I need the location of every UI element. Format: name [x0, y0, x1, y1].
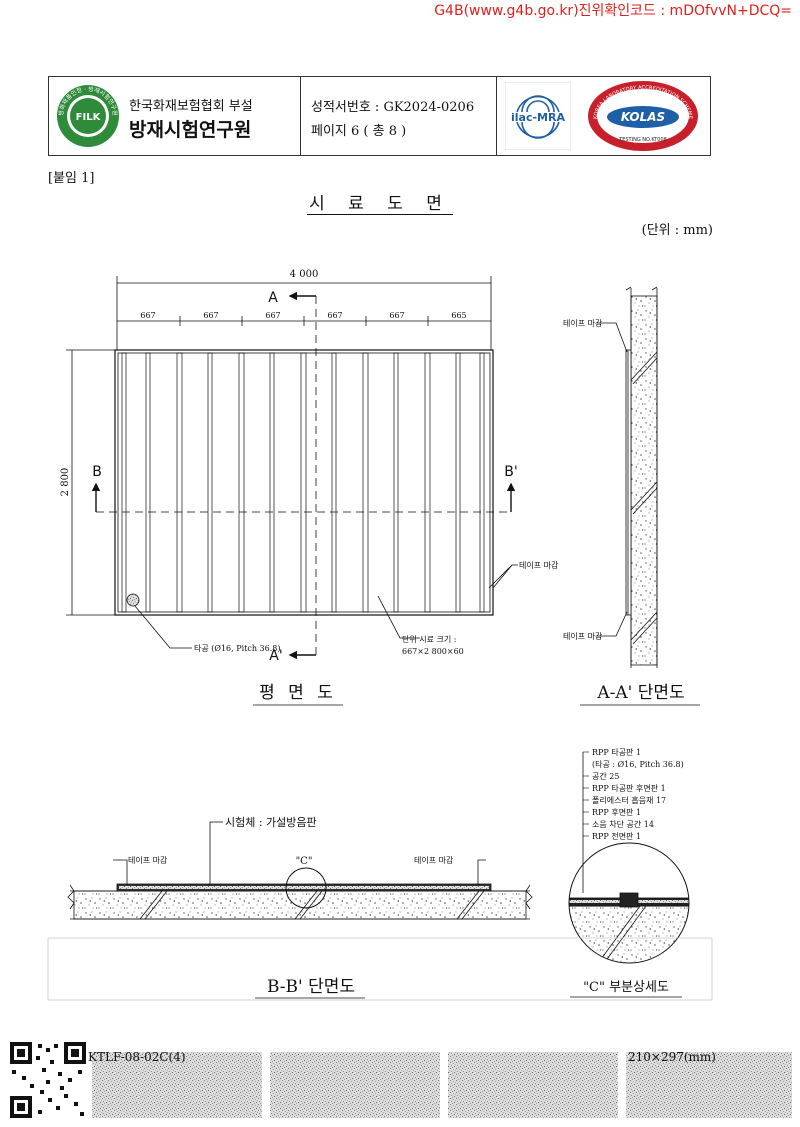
mark-b-prime: B'	[504, 464, 517, 480]
dim-panel-6: 665	[451, 311, 466, 320]
mark-a-prime: A'	[269, 648, 282, 664]
bb-caption: B-B' 단면도	[267, 977, 355, 997]
plan-ribs	[121, 352, 485, 613]
detail-c-caption: "C" 부분상세도	[583, 980, 669, 995]
detail-layer-1: RPP 타공판 1	[592, 748, 641, 757]
unit-size-label-2: 667×2 800×60	[402, 647, 464, 656]
detail-layer-8: RPP 전면판 1	[592, 831, 641, 841]
report-cell: 성적서번호 : GK2024-0206 페이지 6 ( 총 8 )	[301, 77, 497, 155]
bb-detail-mark: "C"	[296, 856, 313, 867]
mark-a: A	[268, 290, 278, 306]
dim-height: 2 800	[60, 468, 71, 497]
perforation-label: 타공 (Ø16, Pitch 36.8)	[194, 644, 280, 653]
bb-specimen-label: 시험체 : 가설방음판	[225, 816, 317, 829]
drawing-title: 시 료 도 면	[0, 189, 760, 215]
dim-total: 4 000	[290, 269, 319, 280]
section-aa	[597, 286, 658, 668]
detail-layer-2: (타공 : Ø16, Pitch 36.8)	[592, 760, 684, 769]
unit-size-label-1: 단위 시료 크기 :	[402, 634, 456, 644]
report-header: FILK 방화재품인정 · 방재시험연구원 한국화재보험협회 부설 방재시험연구…	[48, 76, 711, 156]
unit-size-leader	[377, 595, 420, 639]
dim-panel-4: 667	[327, 311, 342, 320]
perforation-symbol	[126, 593, 140, 607]
qr-modules	[10, 1042, 86, 1118]
org-subtitle: 한국화재보험협회 부설	[129, 99, 253, 114]
page-number: 페이지 6 ( 총 8 )	[311, 124, 407, 139]
dim-panel-1: 667	[140, 311, 155, 320]
plan-tape-label: 테이프 마감	[519, 560, 559, 570]
detail-layer-4: RPP 타공판 후면판 1	[592, 783, 666, 793]
aa-tape-bottom: 테이프 마감	[563, 631, 603, 641]
aa-caption: A-A' 단면도	[596, 683, 684, 703]
detail-layer-7: 소음 차단 공간 14	[592, 819, 654, 829]
bb-tape-right: 테이프 마감	[414, 855, 454, 865]
report-number: 성적서번호 : GK2024-0206	[311, 100, 475, 115]
filk-logo: FILK 방화재품인정 · 방재시험연구원	[57, 85, 119, 147]
form-number: KTLF-08-02C(4)	[88, 1050, 186, 1064]
attachment-label: [붙임 1]	[48, 171, 95, 186]
kolas-logo: KOLAS KOREA LABORATORY ACCREDITATION SCH…	[588, 81, 698, 151]
caption-panel	[47, 937, 713, 1001]
filk-logo-text: FILK	[76, 112, 102, 123]
ilac-text: ilac-MRA	[511, 111, 565, 124]
section-bb	[67, 821, 533, 920]
dim-panel-3: 667	[265, 311, 280, 320]
org-name: 방재시험연구원	[129, 119, 252, 141]
bb-tape-left: 테이프 마감	[128, 855, 168, 865]
drawing-title-text: 시 료 도 면	[307, 194, 453, 215]
dim-panel-2: 667	[203, 311, 218, 320]
paper-size: 210×297(mm)	[628, 1050, 716, 1064]
detail-layer-5: 폴리에스터 흡음재 17	[592, 795, 666, 805]
aa-tape-top: 테이프 마감	[563, 318, 603, 328]
accreditation-cell: ilac-MRA KOLAS KOREA LABORATORY ACCREDIT…	[497, 77, 710, 155]
detail-layer-3: 공간 25	[592, 771, 619, 781]
footer	[8, 1040, 792, 1120]
perf-leader	[134, 605, 192, 649]
kolas-text: KOLAS	[621, 110, 665, 124]
org-cell: FILK 방화재품인정 · 방재시험연구원 한국화재보험협회 부설 방재시험연구…	[49, 77, 301, 155]
verification-code: G4B(www.g4b.go.kr)진위확인코드 : mDOfvvN+DCQ=	[434, 3, 792, 19]
ilac-mra-logo: ilac-MRA	[505, 82, 571, 150]
detail-layer-6: RPP 후면판 1	[592, 807, 641, 817]
plan-view	[66, 276, 518, 660]
unit-label: (단위 : mm)	[641, 223, 713, 238]
mark-b: B	[92, 464, 102, 480]
dim-panel-5: 667	[389, 311, 404, 320]
kolas-number: TESTING NO.KT008	[618, 137, 667, 143]
plan-frame	[114, 349, 494, 616]
plan-caption: 평 면 도	[259, 683, 337, 703]
